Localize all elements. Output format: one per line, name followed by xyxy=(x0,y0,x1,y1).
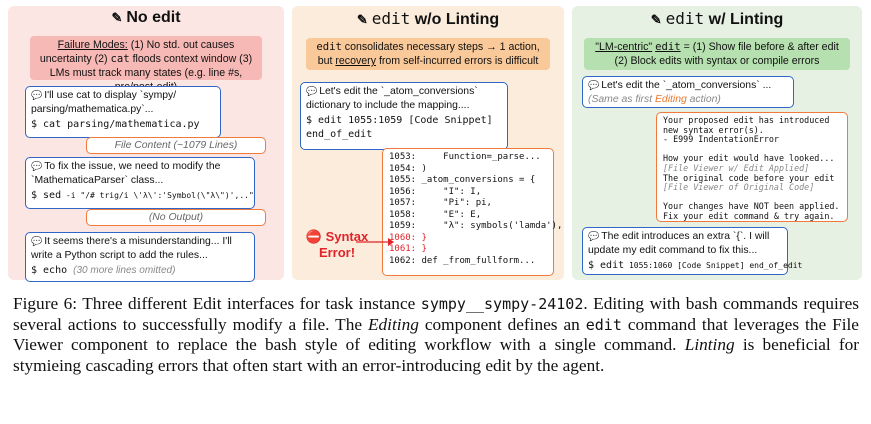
step2-box: 💬To fix the issue, we need to modify the… xyxy=(25,157,255,209)
step2-thought: 💬To fix the issue, we need to modify the… xyxy=(31,161,221,186)
consolidate-note: edit consolidates necessary steps → 1 ac… xyxy=(306,38,550,70)
speech-bubble-icon: 💬 xyxy=(588,231,600,241)
panel-title-wo-linting: ✎edit w/o Linting xyxy=(356,9,500,28)
lint-step2-box: 💬The edit introduces an extra `{`. I wil… xyxy=(582,227,803,275)
lint-line: The original code before your edit xyxy=(663,172,835,183)
code-line: 1055: _atom_conversions = { xyxy=(389,175,536,185)
panel-no-edit: ✎No edit Failure Modes: (1) No std. out … xyxy=(8,6,284,282)
speech-bubble-icon: 💬 xyxy=(588,80,600,90)
pen-icon: ✎ xyxy=(111,10,123,25)
edit-thought: 💬Let's edit the `_atom_conversions` dict… xyxy=(306,86,478,111)
lint-line: new syntax error(s). xyxy=(663,124,764,135)
lint-step1-note: (Same as first Editing action) xyxy=(588,93,721,105)
step1-command: $ cat parsing/mathematica.py xyxy=(31,119,200,130)
panel-edit-without-linting: ✎edit w/o Linting edit consolidates nece… xyxy=(292,6,564,280)
speech-bubble-icon: 💬 xyxy=(31,90,43,100)
code-line: 1059: "λ": symbols('lamda'), xyxy=(389,221,563,231)
speech-bubble-icon: 💬 xyxy=(31,161,43,171)
lint-line: Your changes have NOT been applied. xyxy=(663,201,840,212)
step1-observation: File Content (~1079 Lines) xyxy=(86,137,266,154)
panel-title-no-edit: ✎No edit xyxy=(111,9,181,26)
lint-step2-command: $ edit 1055:1060 [Code Snippet] end_of_e… xyxy=(588,260,803,271)
step2-observation: (No Output) xyxy=(86,209,266,226)
lm-centric-note: "LM-centric" edit = (1) Show file before… xyxy=(584,38,850,70)
code-lines: 1053: Function=_parse...1054: )1055: _at… xyxy=(383,149,563,270)
pen-icon: ✎ xyxy=(356,12,368,27)
code-line: 1061: } xyxy=(389,244,427,254)
lint-step1-box: 💬Let's edit the `_atom_conversions` ... … xyxy=(582,76,794,108)
lint-line: [File Viewer w/ Edit Applied] xyxy=(663,162,810,173)
lint-step2-thought: 💬The edit introduces an extra `{`. I wil… xyxy=(588,231,770,256)
lint-line: - E999 IndentationError xyxy=(663,134,779,145)
no-entry-icon: ⛔ xyxy=(305,229,322,244)
error-arrow xyxy=(356,238,394,246)
code-line: 1054: ) xyxy=(389,163,427,174)
step3-thought: 💬It seems there's a misunderstanding... … xyxy=(31,236,232,261)
code-line: 1058: "E": E, xyxy=(389,209,482,220)
speech-bubble-icon: 💬 xyxy=(306,86,318,96)
lint-line: [File Viewer of Original Code] xyxy=(663,182,815,193)
lint-step1-thought: 💬Let's edit the `_atom_conversions` ... xyxy=(588,80,772,91)
lint-line: How your edit would have looked... xyxy=(663,153,835,164)
failure-modes-note: Failure Modes: (1) No std. out causes un… xyxy=(30,36,262,93)
edit-command: $ edit 1055:1059 [Code Snippet] xyxy=(306,115,493,126)
step1-box: 💬I'll use cat to display `sympy/ parsing… xyxy=(25,86,221,138)
panel-title-w-linting: ✎edit w/ Linting xyxy=(650,9,784,28)
figure-caption: Figure 6: Three different Edit interface… xyxy=(13,294,859,375)
code-line: 1060: } xyxy=(389,232,427,243)
lint-line: Fix your edit command & try again. xyxy=(663,210,835,221)
code-viewer: 1053: Function=_parse...1054: )1055: _at… xyxy=(382,148,563,276)
step2-command: $ sed -i "/# trig/i \'λ\':'Symbol(\"λ\")… xyxy=(31,190,254,201)
end-of-edit: end_of_edit xyxy=(306,128,373,140)
code-line: 1062: def _from_fullform... xyxy=(389,255,536,266)
code-line: 1056: "I": I, xyxy=(389,186,482,197)
speech-bubble-icon: 💬 xyxy=(31,236,43,246)
step3-command: $ echo (30 more lines omitted) xyxy=(31,265,176,276)
panel-edit-with-linting: ✎edit w/ Linting "LM-centric" edit = (1)… xyxy=(572,6,862,280)
pen-icon: ✎ xyxy=(650,12,662,27)
code-line: 1053: Function=_parse... xyxy=(389,152,541,162)
lint-line: Your proposed edit has introduced xyxy=(663,115,830,125)
edit-step-box: 💬Let's edit the `_atom_conversions` dict… xyxy=(300,82,508,150)
step1-thought: 💬I'll use cat to display `sympy/ parsing… xyxy=(31,90,177,115)
step3-box: 💬It seems there's a misunderstanding... … xyxy=(25,232,255,282)
code-line: 1057: "Pi": pi, xyxy=(389,198,492,208)
